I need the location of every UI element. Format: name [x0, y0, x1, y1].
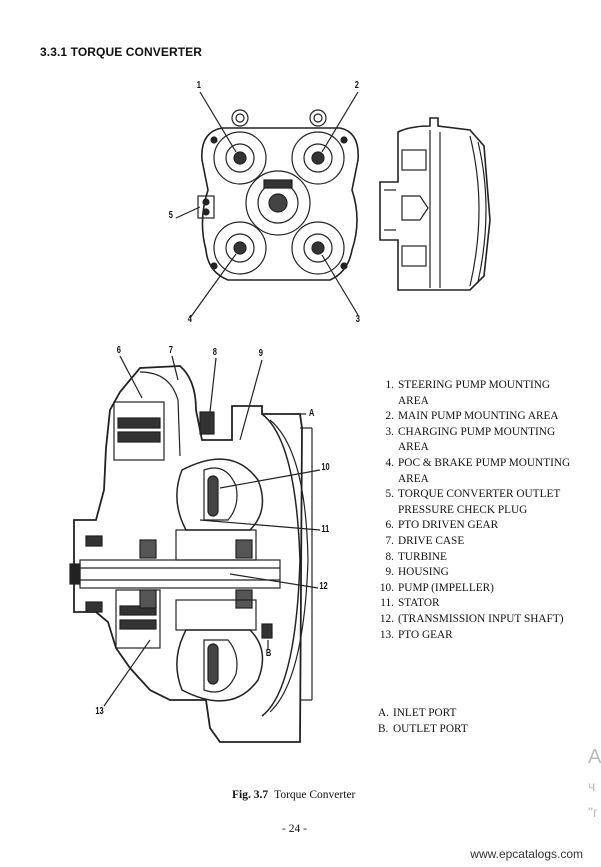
- legend-item: 1. STEERING PUMP MOUNTING AREA: [374, 378, 574, 409]
- legend-item: 8. TURBINE: [374, 550, 574, 566]
- figure-label: Fig. 3.7: [232, 789, 269, 801]
- callout-5: 5: [168, 210, 173, 221]
- legend-item-text: MAIN PUMP MOUNTING AREA: [398, 410, 559, 423]
- figure-title: Torque Converter: [274, 789, 356, 801]
- port-item: A. INLET PORT: [378, 706, 468, 722]
- callout-6: 6: [116, 345, 121, 356]
- legend-item-number: 3.: [385, 425, 394, 438]
- legend-item-text: STATOR: [398, 597, 440, 610]
- legend-item-number: 12.: [379, 612, 394, 625]
- legend-item: 5. TORQUE CONVERTER OUTLET PRESSURE CHECK…: [374, 487, 574, 518]
- watermark-text: www.epcatalogs.com: [470, 847, 583, 861]
- front-view-diagram: [175, 91, 359, 319]
- legend-item: 6. PTO DRIVEN GEAR: [374, 518, 574, 534]
- port-item-text: OUTLET PORT: [393, 722, 468, 735]
- callout-B: B: [265, 648, 272, 659]
- cross-section-diagram: [69, 355, 321, 743]
- callout-1: 1: [196, 80, 201, 91]
- legend-item-number: 10.: [379, 581, 394, 594]
- callout-13: 13: [95, 706, 104, 717]
- figure-caption: Fig. 3.7 Torque Converter: [232, 789, 355, 801]
- legend-item: 13. PTO GEAR: [374, 628, 574, 644]
- legend-item-number: 4.: [385, 456, 394, 469]
- legend-item-number: 7.: [385, 534, 394, 547]
- callout-3: 3: [355, 314, 360, 325]
- callout-11: 11: [321, 524, 330, 535]
- legend-item: 10. PUMP (IMPELLER): [374, 581, 574, 597]
- ports-legend: A. INLET PORT B. OUTLET PORT: [378, 706, 468, 737]
- legend-item-text: DRIVE CASE: [398, 534, 465, 547]
- port-item: B. OUTLET PORT: [378, 722, 468, 738]
- legend-item-text: (TRANSMISSION INPUT SHAFT): [398, 612, 564, 625]
- callout-9: 9: [258, 348, 263, 359]
- callout-7: 7: [168, 345, 173, 356]
- callout-12: 12: [319, 581, 328, 592]
- legend-item-number: 2.: [385, 410, 394, 423]
- legend-item: 3. CHARGING PUMP MOUNTING AREA: [374, 425, 574, 456]
- parts-legend: 1. STEERING PUMP MOUNTING AREA 2. MAIN PUMP…: [374, 378, 574, 643]
- port-item-text: INLET PORT: [393, 707, 457, 719]
- legend-item-number: 8.: [385, 550, 394, 563]
- callout-4: 4: [187, 314, 192, 325]
- legend-item-text: STEERING PUMP MOUNTING AREA: [398, 379, 551, 407]
- legend-item: 2. MAIN PUMP MOUNTING AREA: [374, 409, 574, 425]
- legend-item-number: 13.: [379, 628, 394, 641]
- callout-2: 2: [354, 80, 359, 91]
- legend-item: 7. DRIVE CASE: [374, 534, 574, 550]
- port-item-key: B.: [378, 722, 389, 735]
- callout-8: 8: [212, 347, 217, 358]
- legend-item: 11. STATOR: [374, 596, 574, 612]
- legend-item-text: PTO GEAR: [398, 628, 453, 641]
- legend-item: 4. POC & BRAKE PUMP MOUNTING AREA: [374, 456, 574, 487]
- page-number: - 24 -: [282, 823, 307, 835]
- legend-item-text: CHARGING PUMP MOUNTING AREA: [398, 425, 556, 454]
- legend-item-number: 1.: [385, 379, 394, 391]
- legend-item-number: 6.: [385, 519, 394, 532]
- legend-item-number: 9.: [385, 566, 394, 579]
- legend-item-text: TURBINE: [398, 550, 447, 563]
- legend-item-number: 5.: [385, 488, 394, 501]
- legend-item: 12. (TRANSMISSION INPUT SHAFT): [374, 612, 574, 628]
- callout-10: 10: [321, 462, 330, 473]
- legend-item-text: POC & BRAKE PUMP MOUNTING AREA: [398, 456, 571, 485]
- legend-item-text: TORQUE CONVERTER OUTLET PRESSURE CHECK P…: [398, 488, 561, 516]
- legend-item: 9. HOUSING: [374, 565, 574, 581]
- legend-item-number: 11.: [380, 597, 394, 610]
- edge-glyph-3: "г: [588, 804, 599, 820]
- edge-glyph-1: A: [588, 746, 601, 768]
- side-view-diagram: [379, 117, 491, 291]
- edge-glyph-2: ч: [588, 778, 596, 794]
- legend-item-text: PTO DRIVEN GEAR: [398, 519, 499, 532]
- legend-item-text: PUMP (IMPELLER): [398, 581, 494, 594]
- callout-A: A: [308, 408, 315, 419]
- legend-item-text: HOUSING: [398, 566, 449, 579]
- section-heading: 3.3.1 TORQUE CONVERTER: [40, 45, 203, 59]
- port-item-key: A.: [378, 707, 389, 719]
